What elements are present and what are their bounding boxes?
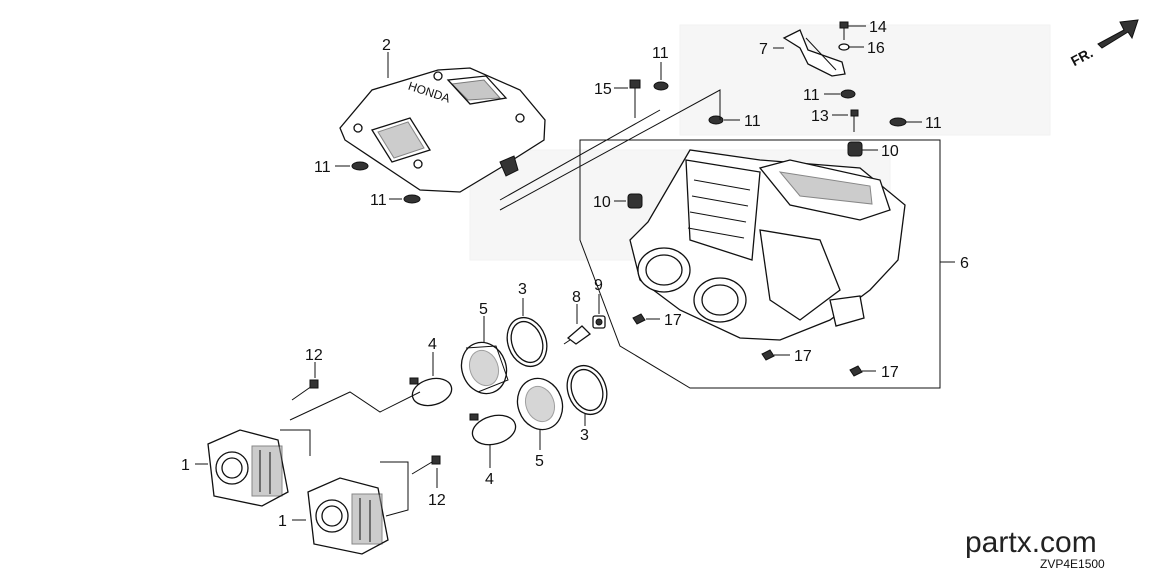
engine-cover: HONDA [339, 67, 546, 193]
callout-16: 16 [867, 40, 885, 57]
callout-5: 5 [479, 301, 488, 318]
callout-11: 11 [744, 113, 761, 130]
diagram-code: ZVP4E1500 [1040, 557, 1105, 571]
callout-1: 1 [278, 513, 287, 530]
bolt-15 [629, 79, 641, 118]
callout-5: 5 [535, 453, 544, 470]
bracket-7 [782, 29, 846, 77]
callout-3: 3 [518, 281, 527, 298]
damper-10b [627, 193, 643, 209]
callout-6: 6 [960, 255, 969, 272]
callout-11: 11 [925, 115, 942, 132]
callout-14: 14 [869, 19, 887, 36]
callout-17: 17 [664, 312, 682, 329]
callout-7: 7 [759, 41, 768, 58]
throttle-body-1a [207, 429, 289, 507]
callout-11: 11 [803, 87, 820, 104]
clamp-4b [469, 413, 517, 446]
nut-17a [632, 313, 646, 325]
callout-4: 4 [428, 336, 437, 353]
callout-1: 1 [181, 457, 190, 474]
grommet-11a [351, 161, 369, 171]
partx-watermark: partx.com [965, 526, 1097, 559]
callout-17: 17 [794, 348, 812, 365]
nut-17b [761, 349, 775, 361]
callout-11: 11 [314, 159, 331, 176]
throttle-body-1b [307, 477, 389, 555]
screw-14 [839, 21, 849, 40]
callout-17: 17 [881, 364, 899, 381]
callout-10: 10 [593, 194, 611, 211]
joint-5a [460, 341, 509, 395]
grommet-11d [708, 115, 724, 125]
leader-lines [195, 25, 955, 521]
o-ring-3b [566, 364, 608, 416]
front-label: FR. [1068, 44, 1095, 69]
callout-12: 12 [428, 492, 446, 509]
nut-17c [849, 365, 863, 377]
callout-4: 4 [485, 471, 494, 488]
callout-9: 9 [594, 277, 603, 294]
sensor-8 [563, 325, 592, 345]
bolt-12a [291, 379, 319, 401]
front-direction-arrow: FR. [1068, 19, 1139, 69]
air-cleaner-case [629, 149, 906, 341]
grommet-11f [889, 117, 907, 127]
callout-13: 13 [811, 108, 829, 125]
washer-16 [838, 43, 850, 51]
o-ring-3a [506, 316, 548, 368]
callout-8: 8 [572, 289, 581, 306]
clamp-4a [409, 377, 453, 407]
grommet-11c [653, 81, 669, 91]
joint-5b [516, 377, 564, 431]
callout-2: 2 [382, 37, 391, 54]
callout-12: 12 [305, 347, 323, 364]
case-ribs [687, 179, 751, 239]
screw-13 [850, 109, 859, 132]
callout-3: 3 [580, 427, 589, 444]
callouts: 2 11 11 11 15 11 7 14 16 11 13 11 10 10 … [181, 19, 969, 530]
grommet-11b [403, 194, 421, 204]
bolt-12b [411, 455, 441, 475]
callout-15: 15 [594, 81, 612, 98]
grommet-11e [840, 89, 856, 99]
damper-10a [847, 141, 863, 157]
callout-11: 11 [370, 192, 387, 209]
nut-9 [592, 315, 606, 329]
callout-10: 10 [881, 143, 899, 160]
callout-11: 11 [652, 45, 669, 62]
